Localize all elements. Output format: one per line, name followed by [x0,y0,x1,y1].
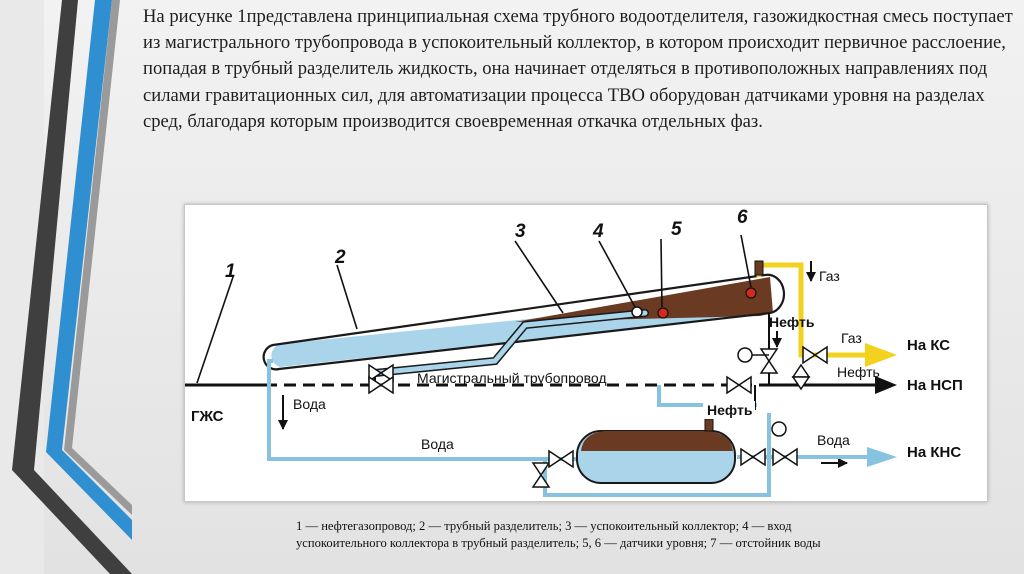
label-to-nsp: На НСП [907,377,963,394]
level-sensor-5 [657,307,669,319]
valve-main-bypass[interactable] [368,375,394,395]
settling-collector-fill [372,310,648,376]
gas-outlet [754,260,764,276]
label-main-pipeline: Магистральный трубопровод [417,370,607,386]
tank-oil-layer [581,431,733,451]
oil-level-gauge [737,347,753,363]
water-separator-diagram: 1 2 3 4 5 6 ГЖС Вода Магистральный трубо… [185,207,963,497]
collector-entry-point [631,306,643,318]
label-to-kns: На КНС [907,444,961,461]
label-to-ks: На КС [907,337,950,354]
callout-4: 4 [592,221,604,242]
separator-oil-zone [515,277,773,322]
valve-gas-vertical[interactable] [791,363,811,391]
label-gzhs: ГЖС [191,408,224,425]
valve-tank-left[interactable] [531,462,551,488]
label-voda-mid: Вода [421,436,454,452]
label-gaz-right: Газ [841,330,862,346]
valve-main-right[interactable] [726,375,752,395]
leader-6 [740,234,752,288]
leader-5 [660,238,663,308]
level-sensor-6 [745,287,757,299]
label-neft-box: Нефть [707,402,753,418]
gas-arrow-head [865,343,897,367]
nsp-arrow-head [875,376,897,394]
label-voda-right: Вода [817,432,850,448]
valve-tank-out-2[interactable] [772,447,798,467]
leader-3 [514,240,564,314]
callout-5: 5 [671,219,682,240]
callout-2: 2 [334,247,346,268]
valve-tank-inlet[interactable] [548,449,574,469]
tube-separator [262,273,786,371]
deco-stripe-blue [46,0,132,540]
kns-arrow-head [867,447,897,467]
label-neft-top: Нефть [769,314,815,330]
tank-oil-outlet [704,418,714,432]
leader-2 [336,264,358,330]
intro-paragraph: На рисунке 1представлена принципиальная … [143,6,1013,132]
leader-1 [196,276,234,384]
callout-1: 1 [225,261,236,282]
figure-caption: 1 — нефтегазопровод; 2 — трубный раздели… [296,519,821,550]
deco-stripe-dark [12,0,132,574]
leader-4 [598,240,636,308]
callout-3: 3 [515,221,526,242]
valve-oil[interactable] [759,348,779,374]
valve-main-left[interactable] [368,363,394,383]
water-return-line [543,413,771,497]
callout-6: 6 [737,207,748,228]
slide-decoration [0,0,132,574]
neft-box-bg [703,401,755,419]
label-voda-down: Вода [293,396,326,412]
valve-gas[interactable] [802,345,828,365]
label-neft-right: Нефть [837,364,880,380]
tank-level-gauge [771,421,787,437]
valve-tank-out-1[interactable] [740,447,766,467]
diagram-figure: 1 2 3 4 5 6 ГЖС Вода Магистральный трубо… [184,204,988,502]
label-gaz-top: Газ [819,268,840,284]
water-line-left [267,359,577,461]
